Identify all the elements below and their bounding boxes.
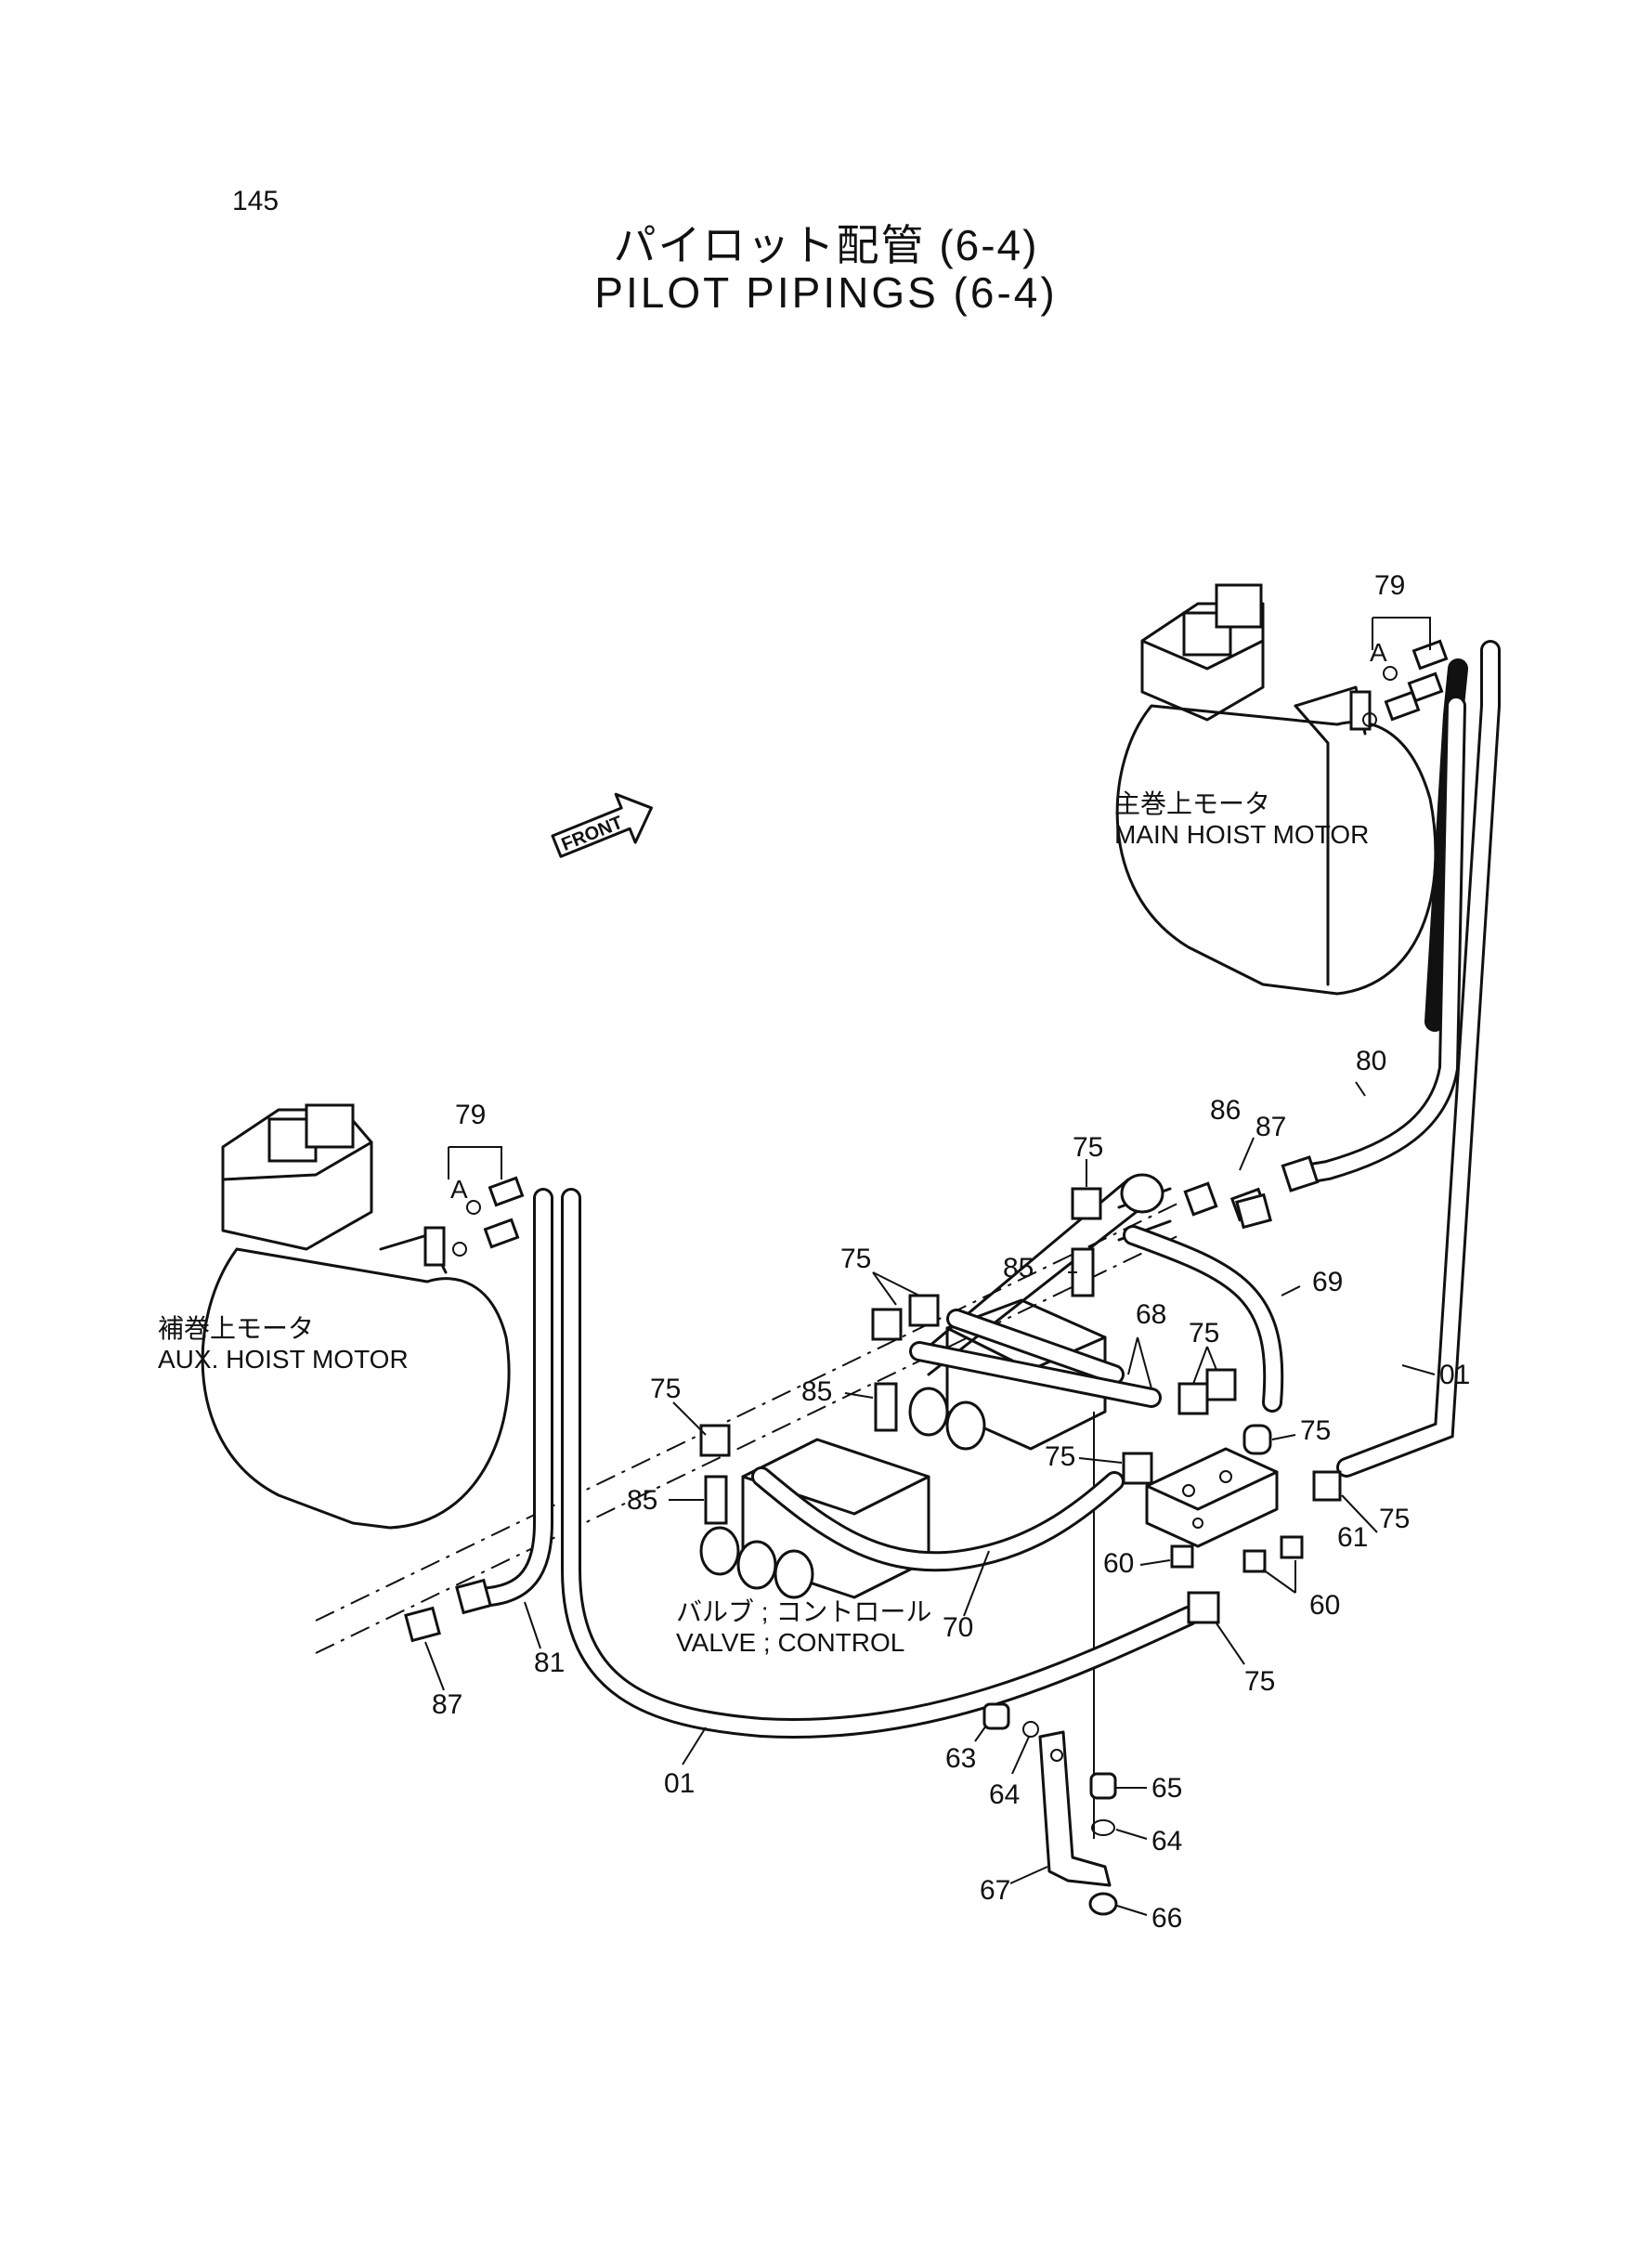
callout-65: 65 [1151,1773,1182,1804]
elbow-fittings-75 [699,1187,1342,1624]
callout-80: 80 [1356,1046,1386,1076]
hoses-68 [909,1309,1162,1408]
callout-75-e: 75 [1300,1415,1331,1446]
valve-label-jp: バルブ ; コントロール [676,1597,931,1626]
callout-61: 61 [1337,1522,1368,1553]
callout-75-a: 75 [1073,1132,1103,1163]
main-motor-label-en: MAIN HOIST MOTOR [1114,820,1369,849]
callout-67: 67 [980,1875,1010,1906]
callout-75-h: 75 [1244,1666,1275,1697]
callout-75-d: 75 [650,1374,681,1404]
callout-87-bottom: 87 [432,1689,462,1720]
main-hoist-motor [1115,583,1437,996]
callout-numbers: 80 86 87 75 85 69 75 68 75 01 75 85 75 7… [432,1046,1470,1934]
control-valve-block [699,1298,1107,1599]
callout-68: 68 [1136,1299,1166,1330]
callout-85-c: 85 [627,1485,657,1516]
aux-motor-fittings [448,1146,525,1257]
callout-64-a: 64 [989,1779,1020,1810]
main-motor-fittings [1362,617,1449,727]
plugs-60 [1170,1535,1304,1573]
callout-60-b: 60 [1309,1590,1340,1621]
callout-60-a: 60 [1103,1548,1134,1579]
callout-66: 66 [1151,1903,1182,1934]
frame-rails [315,1187,1180,1839]
hose-70 [751,1466,1125,1572]
leader-lines [424,1081,1436,1916]
callout-75-f: 75 [1045,1441,1075,1472]
detail-a-main: A [1370,638,1387,667]
front-arrow-marker: FRONT [551,792,653,858]
callout-79-main: 79 [1374,570,1405,601]
hose-81 [455,1188,553,1615]
callout-69: 69 [1312,1267,1343,1297]
callout-87-top: 87 [1255,1112,1286,1142]
callout-75-b: 75 [840,1244,871,1274]
callout-86: 86 [1210,1095,1241,1126]
callout-75-c: 75 [1189,1318,1219,1348]
callout-85-a: 85 [1003,1253,1034,1283]
callout-70: 70 [943,1612,973,1643]
manifold-block-61 [1145,1447,1279,1548]
title-japanese: パイロット配管 (6-4) [613,221,1039,269]
callout-81: 81 [534,1648,565,1678]
page-number: 145 [232,186,280,216]
hose-69 [1123,1225,1284,1413]
hose-01-left [561,1188,1199,1739]
hose-80 [1281,696,1466,1192]
callout-01-right: 01 [1439,1360,1470,1390]
adapters-85 [704,1247,1095,1525]
valve-label-en: VALVE ; CONTROL [676,1628,904,1657]
callout-64-b: 64 [1151,1826,1182,1857]
title-english: PILOT PIPINGS (6-4) [594,268,1058,317]
elbows-87 [404,1192,1272,1643]
callout-63: 63 [945,1743,976,1774]
bracket-67-hardware [982,1702,1118,1916]
callout-85-b: 85 [801,1376,832,1407]
aux-hoist-motor [201,1103,511,1530]
callout-79-aux: 79 [455,1100,486,1130]
aux-motor-label-en: AUX. HOIST MOTOR [158,1345,409,1374]
callout-01-left: 01 [664,1768,695,1799]
aux-motor-label-jp: 補巻上モータ [158,1314,314,1343]
callout-75-g: 75 [1379,1504,1410,1534]
detail-a-aux: A [450,1175,468,1204]
main-motor-label-jp: 主巻上モータ [1114,789,1270,818]
